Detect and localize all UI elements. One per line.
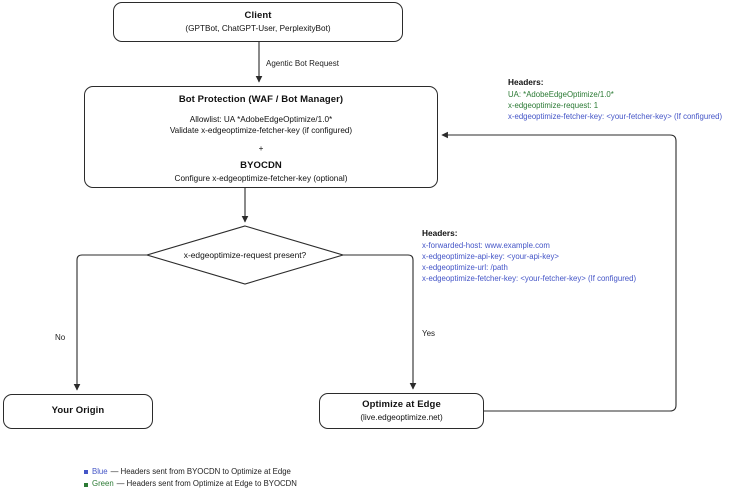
header-line: x-edgeoptimize-request: 1 bbox=[508, 100, 599, 110]
node-decision[interactable]: x-edgeoptimize-request present? bbox=[147, 226, 343, 284]
legend-row: Blue— Headers sent from BYOCDN to Optimi… bbox=[84, 466, 297, 478]
legend: Blue— Headers sent from BYOCDN to Optimi… bbox=[84, 466, 297, 491]
node-your-origin[interactable]: Your Origin bbox=[3, 394, 153, 429]
header-line: x-edgeoptimize-api-key: <your-api-key> bbox=[422, 251, 559, 261]
header-line: x-edgeoptimize-fetcher-key: <your-fetche… bbox=[422, 273, 637, 283]
legend-row: Green— Headers sent from Optimize at Edg… bbox=[84, 478, 297, 490]
headers-annotation-response: Headers: UA: *AdobeEdgeOptimize/1.0*x-ed… bbox=[508, 77, 722, 122]
legend-text: — Headers sent from BYOCDN to Optimize a… bbox=[110, 467, 291, 476]
node-client[interactable]: Client (GPTBot, ChatGPT-User, Perplexity… bbox=[113, 2, 403, 42]
node-your-origin-title: Your Origin bbox=[51, 405, 105, 417]
legend-swatch-blue bbox=[84, 470, 88, 475]
legend-key: Blue bbox=[92, 467, 108, 476]
node-client-title: Client bbox=[244, 10, 272, 22]
connector-decision-yes-to-edge bbox=[343, 254, 417, 390]
header-line: x-edgeoptimize-fetcher-key: <your-fetche… bbox=[508, 111, 723, 121]
legend-swatch-green bbox=[84, 482, 88, 487]
edge-label-yes: Yes bbox=[422, 329, 436, 338]
header-line: x-edgeoptimize-url: /path bbox=[422, 262, 508, 272]
node-optimize-at-edge-subtitle: (live.edgeoptimize.net) bbox=[360, 412, 443, 422]
headers-annotation-response-lines: UA: *AdobeEdgeOptimize/1.0*x-edgeoptimiz… bbox=[508, 89, 722, 122]
node-bot-protection-allowlist: Allowlist: UA *AdobeEdgeOptimize/1.0* bbox=[189, 114, 333, 124]
legend-key: Green bbox=[92, 479, 114, 489]
node-optimize-at-edge[interactable]: Optimize at Edge (live.edgeoptimize.net) bbox=[319, 393, 484, 429]
connector-decision-no-to-origin bbox=[73, 254, 147, 391]
node-bot-protection-byocdn-config: Configure x-edgeoptimize-fetcher-key (op… bbox=[174, 173, 348, 183]
node-bot-protection[interactable]: Bot Protection (WAF / Bot Manager) Allow… bbox=[84, 86, 438, 188]
node-bot-protection-byocdn-title: BYOCDN bbox=[240, 160, 282, 171]
node-optimize-at-edge-title: Optimize at Edge bbox=[362, 399, 441, 411]
header-line: x-forwarded-host: www.example.com bbox=[422, 240, 550, 250]
edge-label-agentic-bot-request: Agentic Bot Request bbox=[266, 59, 339, 68]
headers-annotation-request: Headers: x-forwarded-host: www.example.c… bbox=[422, 228, 636, 284]
node-bot-protection-title: Bot Protection (WAF / Bot Manager) bbox=[178, 94, 344, 105]
headers-annotation-request-title: Headers: bbox=[422, 228, 458, 238]
legend-text: — Headers sent from Optimize at Edge to … bbox=[116, 479, 297, 489]
node-decision-label: x-edgeoptimize-request present? bbox=[183, 250, 307, 260]
edge-label-no: No bbox=[55, 333, 66, 342]
header-line: UA: *AdobeEdgeOptimize/1.0* bbox=[508, 89, 614, 99]
headers-annotation-response-title: Headers: bbox=[508, 77, 544, 87]
node-bot-protection-plus: + bbox=[258, 143, 264, 153]
node-client-subtitle: (GPTBot, ChatGPT-User, PerplexityBot) bbox=[185, 23, 331, 33]
legend-rows: Blue— Headers sent from BYOCDN to Optimi… bbox=[84, 466, 297, 491]
node-bot-protection-validate: Validate x-edgeoptimize-fetcher-key (if … bbox=[169, 125, 353, 135]
